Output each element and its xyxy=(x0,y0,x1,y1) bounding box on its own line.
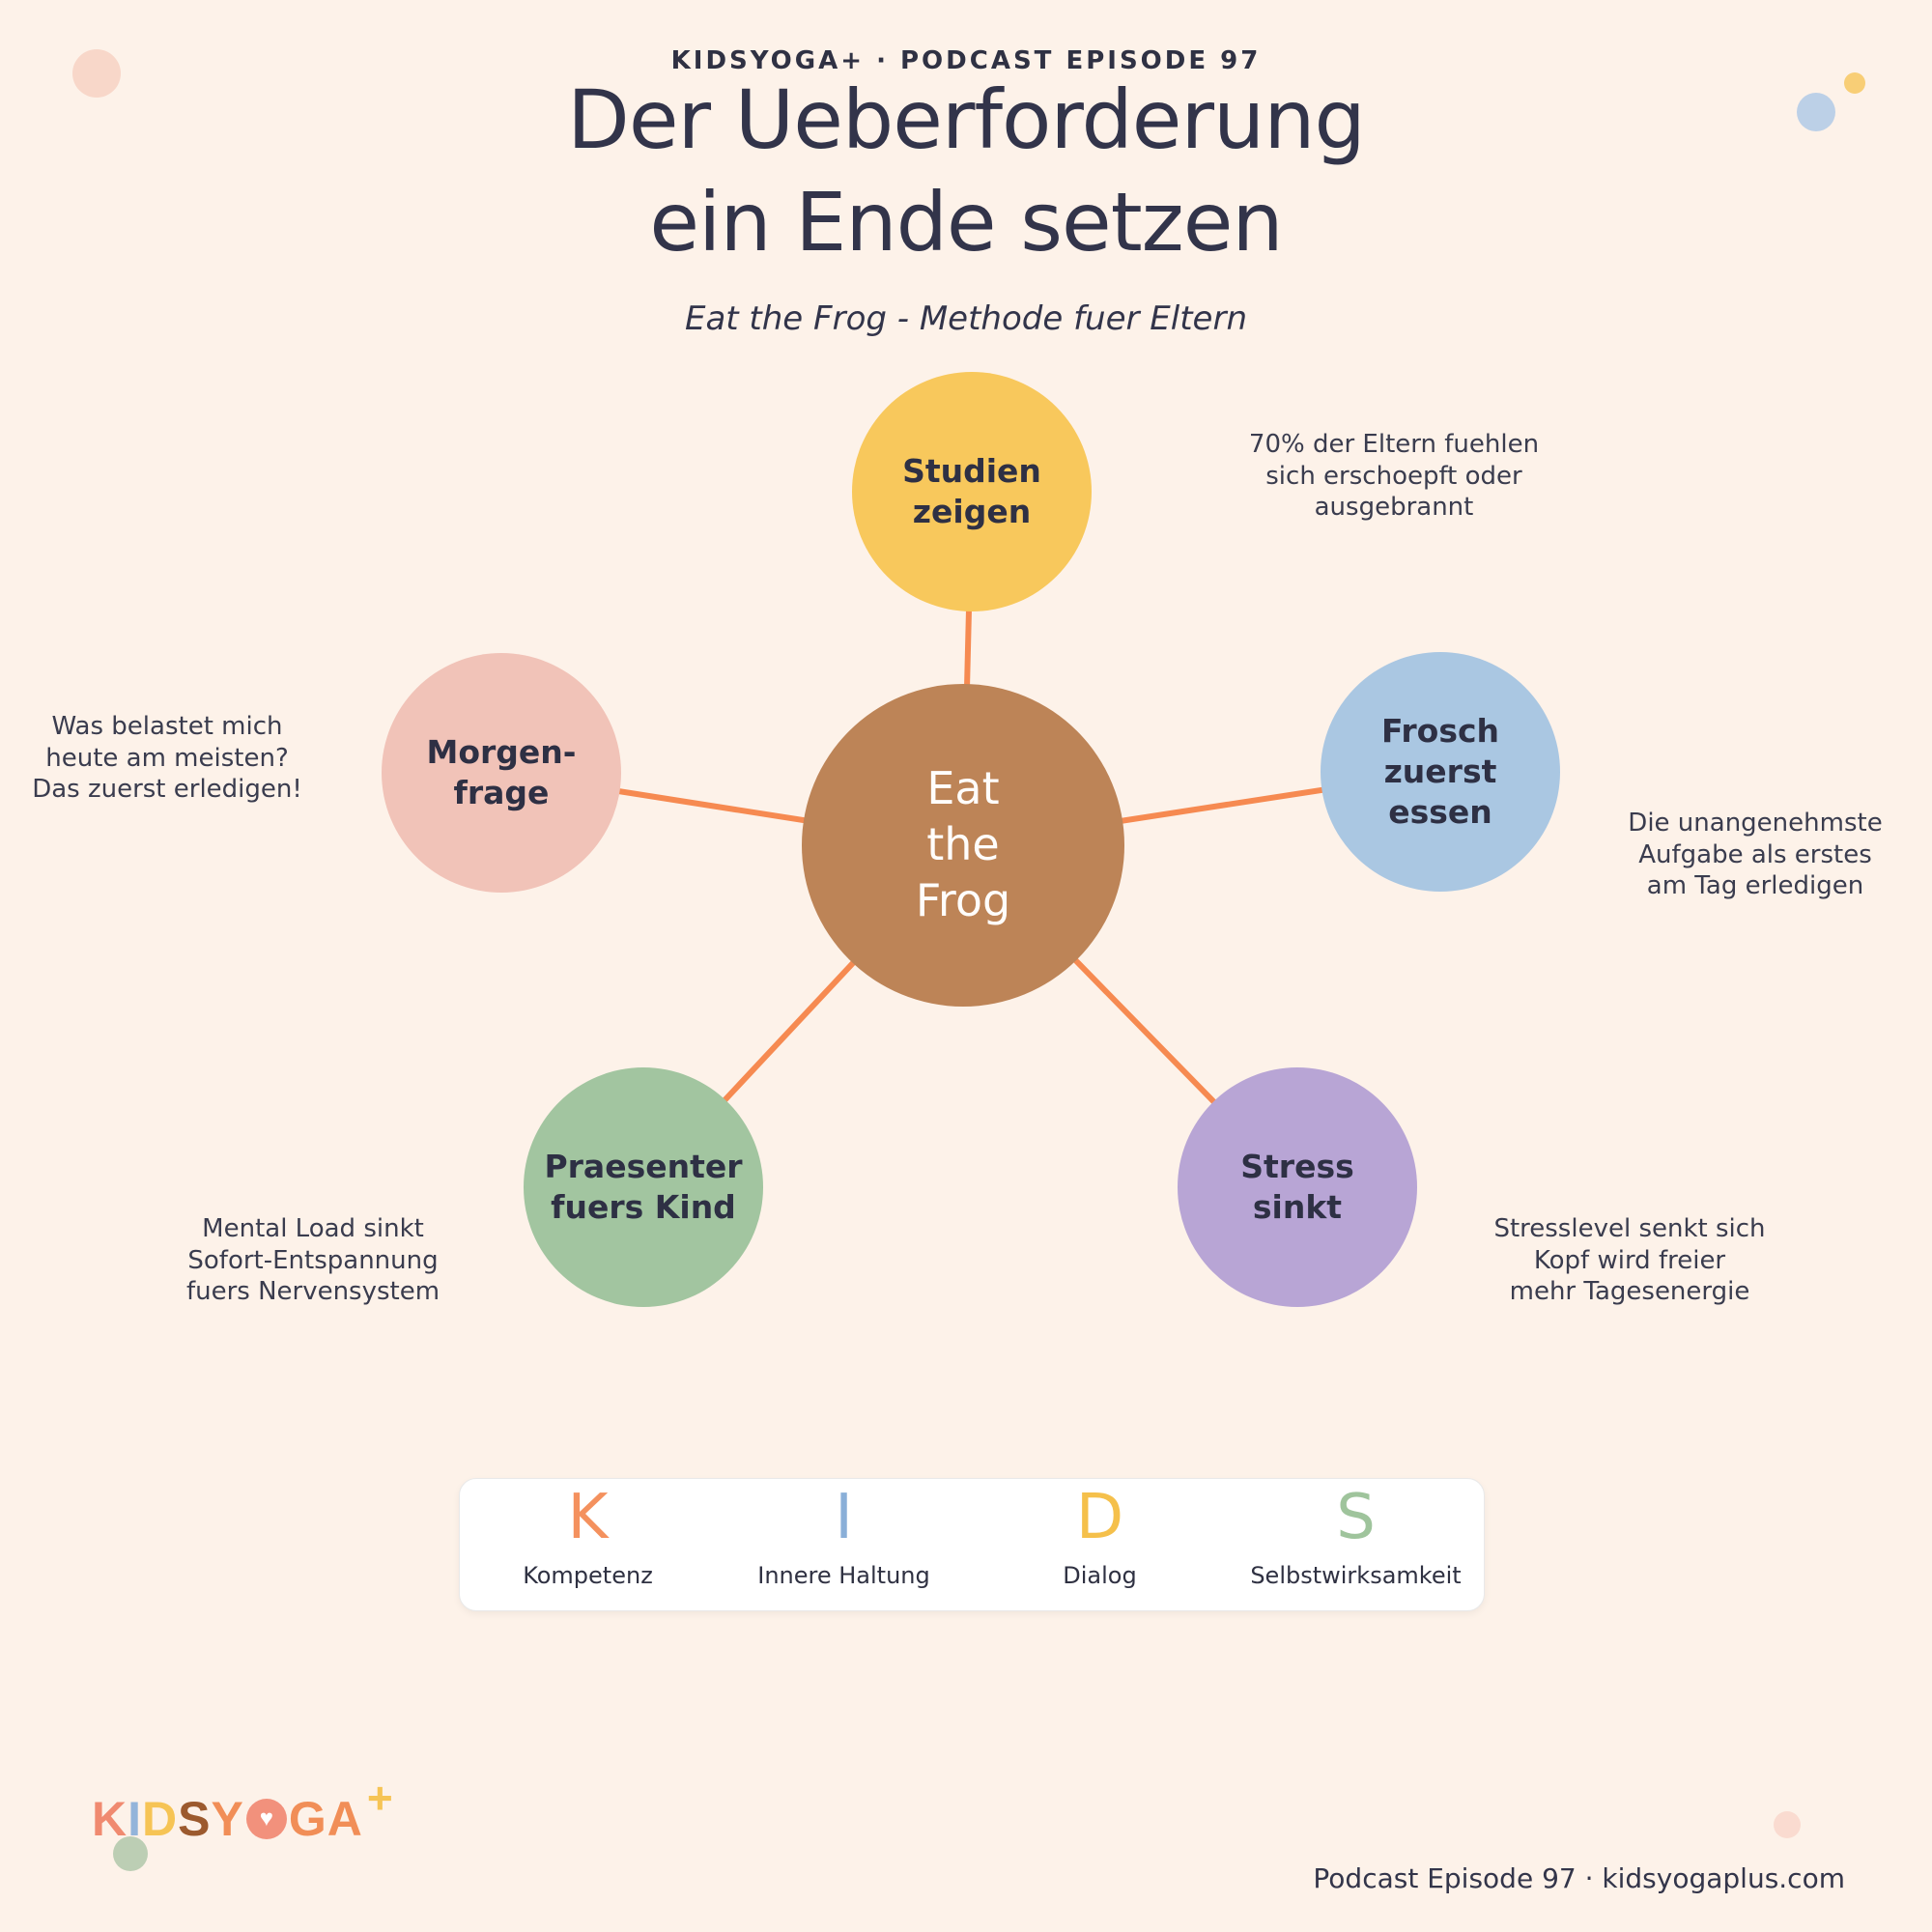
logo-letter: K xyxy=(92,1792,128,1846)
logo-letter: A xyxy=(327,1792,363,1846)
kids-letter-k: K xyxy=(567,1482,609,1553)
node-label: Frosch zuerst essen xyxy=(1380,712,1500,831)
logo-green-dot xyxy=(113,1836,148,1871)
node-morgenfrage: Morgen- frage xyxy=(382,653,621,893)
annotation-stress-sinkt: Stresslevel senkt sich Kopf wird freier … xyxy=(1493,1214,1766,1306)
logo-letter: Y xyxy=(211,1792,244,1846)
footer-note: Podcast Episode 97 · kidsyogaplus.com xyxy=(1313,1862,1845,1894)
kids-label: Selbstwirksamkeit xyxy=(1250,1562,1462,1589)
kids-label: Kompetenz xyxy=(523,1562,653,1589)
decor-dot-bottom-right xyxy=(1774,1811,1801,1838)
node-label: Stress sinkt xyxy=(1240,1148,1354,1226)
kids-item-innere-haltung: I Innere Haltung xyxy=(716,1487,972,1610)
decor-dot-top-right-blue xyxy=(1797,93,1835,131)
center-node-label: Eat the Frog xyxy=(915,762,1011,926)
heart-icon: ♥ xyxy=(259,1805,273,1832)
kidsyoga-logo: K I D S Y ♥ G A + xyxy=(92,1776,394,1846)
node-frosch-zuerst-essen: Frosch zuerst essen xyxy=(1321,652,1560,892)
podcast-eyebrow: KIDSYOGA+ · PODCAST EPISODE 97 xyxy=(670,46,1262,75)
logo-letter: I xyxy=(128,1792,143,1846)
heart-badge-icon: ♥ xyxy=(245,1799,287,1839)
center-node-eat-the-frog: Eat the Frog xyxy=(802,684,1124,1007)
page-subtitle: Eat the Frog - Methode fuer Eltern xyxy=(684,299,1248,338)
annotation-praesenter-fuers-kind: Mental Load sinkt Sofort-Entspannung fue… xyxy=(185,1214,440,1306)
kids-item-selbstwirksamkeit: S Selbstwirksamkeit xyxy=(1228,1487,1484,1610)
logo-letter: G xyxy=(288,1792,327,1846)
node-stress-sinkt: Stress sinkt xyxy=(1178,1067,1417,1307)
decor-dot-top-right-yellow xyxy=(1844,72,1865,94)
node-label: Praesenter fuers Kind xyxy=(544,1148,743,1226)
plus-icon: + xyxy=(366,1773,394,1823)
kids-item-kompetenz: K Kompetenz xyxy=(460,1487,716,1610)
kids-item-dialog: D Dialog xyxy=(972,1487,1228,1610)
annotation-morgenfrage: Was belastet mich heute am meisten? Das … xyxy=(32,712,302,804)
node-label: Morgen- frage xyxy=(426,733,577,811)
kids-letter-i: I xyxy=(835,1482,853,1553)
node-label: Studien zeigen xyxy=(902,452,1041,530)
kids-acronym-box: K Kompetenz I Innere Haltung D Dialog S … xyxy=(459,1478,1485,1611)
kids-label: Innere Haltung xyxy=(757,1562,930,1589)
page-title: Der Ueberforderung ein Ende setzen xyxy=(567,72,1366,270)
annotation-frosch-zuerst-essen: Die unangenehmste Aufgabe als erstes am … xyxy=(1628,809,1883,900)
kids-label: Dialog xyxy=(1063,1562,1137,1589)
logo-letter: D xyxy=(142,1792,179,1846)
kids-letter-s: S xyxy=(1336,1482,1376,1553)
annotation-studien-zeigen: 70% der Eltern fuehlen sich erschoepft o… xyxy=(1248,430,1540,522)
node-studien-zeigen: Studien zeigen xyxy=(852,372,1092,611)
kids-letter-d: D xyxy=(1075,1482,1124,1553)
logo-letter: S xyxy=(178,1792,212,1846)
decor-dot-top-left xyxy=(72,49,121,98)
node-praesenter-fuers-kind: Praesenter fuers Kind xyxy=(524,1067,763,1307)
